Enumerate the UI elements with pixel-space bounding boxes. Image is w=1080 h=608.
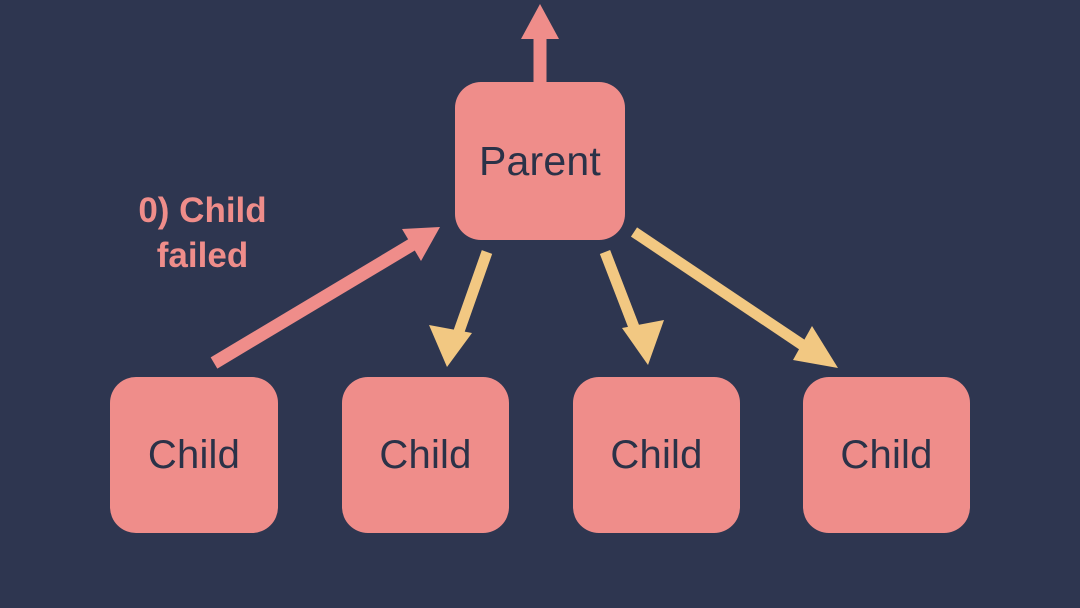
child-node-3-label: Child [610, 433, 703, 477]
parent-to-child-2-arrow [429, 250, 493, 367]
parent-node-label: Parent [479, 137, 601, 184]
child-node-3[interactable]: Child [573, 377, 740, 533]
parent-escalation-arrow [521, 4, 559, 84]
annotation-line-2: failed [156, 235, 249, 275]
child-node-2-label: Child [379, 433, 472, 477]
parent-node[interactable]: Parent [455, 82, 625, 240]
child-node-1-label: Child [147, 433, 241, 477]
child-node-4[interactable]: Child [803, 377, 970, 533]
child-node-4-label: Child [840, 433, 933, 477]
child-node-2[interactable]: Child [342, 377, 509, 533]
child-failed-annotation: 0) Child failed [95, 189, 310, 279]
child-node-1[interactable]: Child [110, 377, 278, 533]
annotation-line-1: 0) Child [138, 191, 267, 230]
parent-to-child-4-arrow [630, 227, 838, 368]
child-failed-arrow [210, 227, 440, 369]
parent-to-child-3-arrow [599, 250, 664, 365]
